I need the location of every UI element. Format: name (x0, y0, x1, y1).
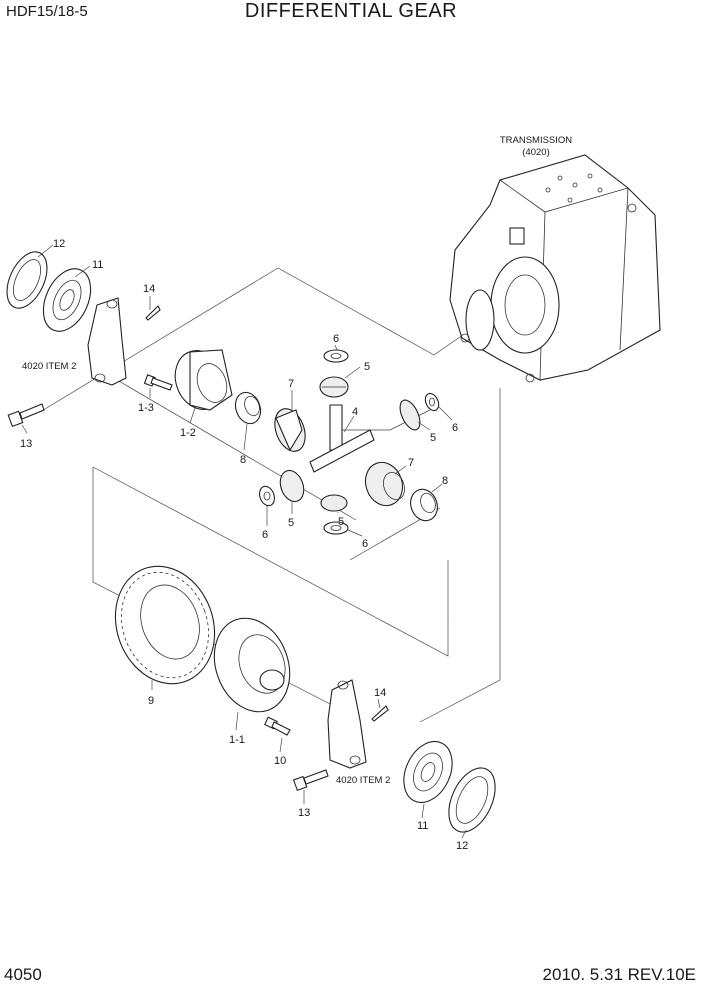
transmission-label: TRANSMISSION (500, 135, 572, 146)
callout-9-ring-gear: 9 (148, 695, 154, 707)
callout-10-bolt: 10 (274, 755, 286, 767)
callout-7-lower: 7 (408, 457, 414, 469)
ref-4020-item-2-lower: 4020 ITEM 2 (336, 775, 390, 786)
callout-8-right: 8 (442, 475, 448, 487)
page-title: DIFFERENTIAL GEAR (244, 0, 458, 22)
bushing-8-right (410, 488, 438, 522)
bearing-cap-upper (87, 297, 127, 386)
pin-14-upper (145, 305, 161, 321)
callout-5-right: 5 (430, 432, 436, 444)
callout-11-lower: 11 (417, 820, 428, 832)
ring-gear-9 (114, 565, 216, 685)
page-number: 4050 (4, 965, 42, 984)
pinion-5-right (399, 399, 421, 431)
washer-6-right (424, 392, 440, 412)
case-cover-1-2 (174, 349, 233, 411)
washer-6-bottom (323, 521, 349, 535)
spider-4 (309, 404, 375, 473)
bearing-race-12-upper (6, 251, 48, 309)
pin-14-lower (371, 705, 389, 722)
callout-8-left: 8 (240, 454, 246, 466)
callout-13-lower: 13 (298, 807, 310, 819)
side-gear-7-right (364, 461, 405, 507)
washer-6-top (323, 349, 349, 363)
callout-5-bottom: 5 (338, 516, 344, 528)
callout-4-spider: 4 (352, 406, 358, 418)
callout-6-right: 6 (452, 422, 458, 434)
bearing-race-12-lower (448, 767, 496, 833)
bearing-cap-lower (327, 679, 367, 769)
callout-1-3: 1-3 (138, 402, 154, 414)
bushing-8-left (234, 391, 262, 425)
callout-1-1: 1-1 (229, 734, 245, 746)
pinion-5-left (279, 469, 305, 503)
transmission-housing (449, 154, 661, 383)
bolt-1-3 (143, 374, 173, 391)
washer-6-left (259, 485, 275, 507)
transmission-ref: (4020) (522, 147, 549, 158)
callout-6-left: 6 (262, 529, 268, 541)
callout-5-top: 5 (364, 361, 370, 373)
callout-13-upper: 13 (20, 438, 32, 450)
pinion-5-top (319, 376, 349, 398)
callout-6-bottom: 6 (362, 538, 368, 550)
revision-date: 2010. 5.31 REV.10E (542, 965, 696, 984)
model-code: HDF15/18-5 (6, 3, 88, 20)
callout-labels: 12 11 14 13 1-3 1-2 8 7 6 5 4 5 6 7 8 6 … (20, 238, 468, 852)
callout-14-upper: 14 (143, 283, 155, 295)
differential-case-1-1 (213, 617, 291, 713)
callout-12-lower: 12 (456, 840, 468, 852)
callout-5-left: 5 (288, 517, 294, 529)
callout-14-lower: 14 (374, 687, 386, 699)
callout-leaders (21, 244, 467, 839)
side-gear-7-left (274, 408, 306, 452)
pinion-5-bottom (320, 494, 348, 512)
bolt-10 (264, 716, 291, 736)
bolt-13-lower (292, 769, 329, 792)
callout-12-upper: 12 (53, 238, 65, 250)
bearing-11-lower (403, 740, 453, 804)
callout-6-top: 6 (333, 333, 339, 345)
ref-4020-item-2-upper: 4020 ITEM 2 (22, 361, 76, 372)
bolt-13-upper (7, 403, 45, 428)
callout-11-upper: 11 (92, 259, 103, 271)
bearing-11-upper (42, 268, 92, 332)
callout-1-2: 1-2 (180, 427, 196, 439)
callout-7-upper: 7 (288, 378, 294, 390)
